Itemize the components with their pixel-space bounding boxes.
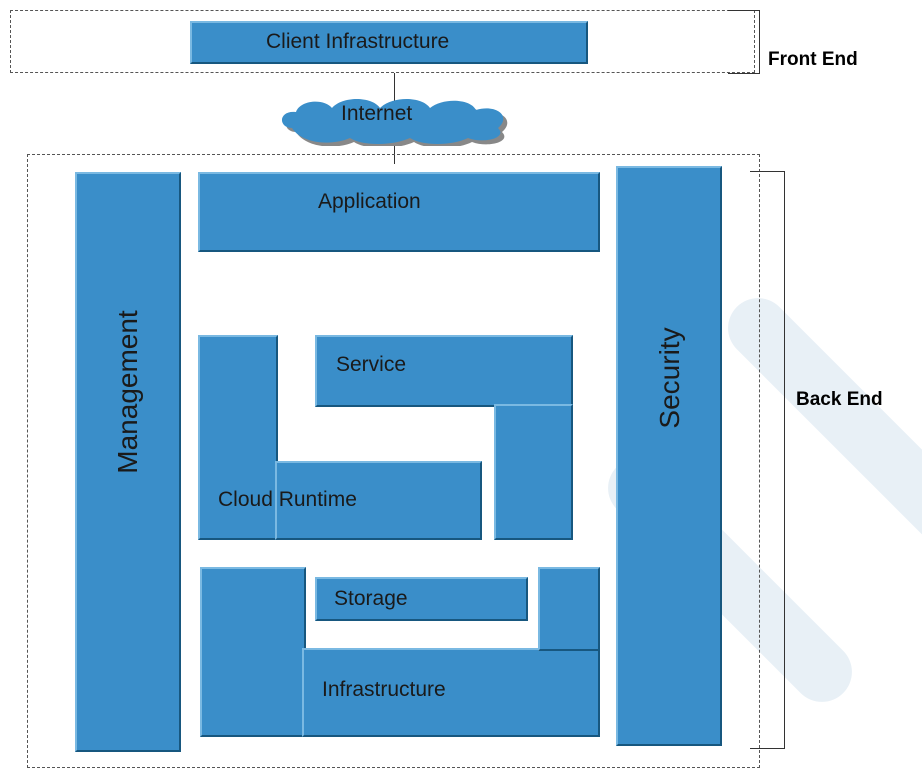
service-block: [315, 335, 573, 407]
management-label: Management: [112, 310, 143, 474]
back-end-frame: [27, 154, 760, 768]
infrastructure-block: [302, 648, 600, 737]
front-end-bracket-vertical: [759, 10, 760, 74]
cloud-runtime-block: [275, 461, 482, 540]
storage-right-block: [538, 567, 600, 651]
client-infrastructure-block: [190, 21, 588, 64]
infrastructure-left-block: [200, 567, 306, 737]
back-end-label: Back End: [796, 389, 883, 410]
connector-internet-backend: [394, 128, 395, 164]
management-block: [75, 172, 181, 752]
security-label: Security: [654, 327, 685, 429]
storage-label: Storage: [334, 587, 408, 610]
back-end-bracket-top: [750, 171, 785, 172]
front-end-frame: [10, 10, 755, 73]
security-block: [616, 166, 722, 746]
infrastructure-label: Infrastructure: [322, 678, 446, 701]
storage-block: [315, 577, 528, 621]
service-right-block: [494, 404, 573, 540]
back-end-bracket-vertical: [784, 171, 785, 748]
application-block: [198, 172, 600, 252]
connector-client-internet: [394, 73, 395, 101]
internet-label: Internet: [341, 102, 413, 125]
front-end-bracket-bottom: [728, 73, 760, 74]
cloud-runtime-left-block: [198, 335, 278, 540]
application-label: Application: [318, 190, 421, 213]
service-label: Service: [336, 353, 407, 376]
back-end-bracket-bottom: [750, 748, 785, 749]
front-end-label: Front End: [768, 49, 858, 70]
internet-cloud-icon: [281, 99, 508, 146]
cloud-runtime-label: Cloud Runtime: [218, 488, 357, 511]
client-infrastructure-label: Client Infrastructure: [266, 30, 450, 53]
front-end-bracket-top: [728, 10, 760, 11]
